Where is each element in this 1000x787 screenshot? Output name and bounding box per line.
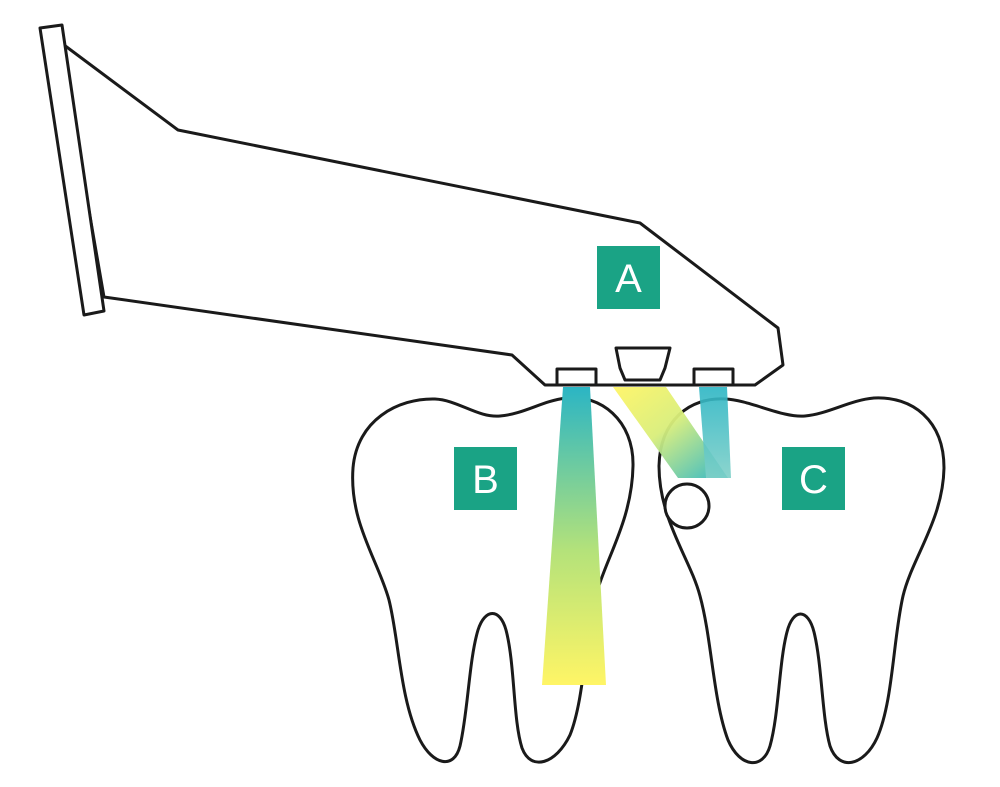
label-a: A: [597, 246, 660, 309]
scanner-handpiece: [58, 40, 785, 387]
label-b: B: [454, 447, 517, 510]
beam-diagonal: [613, 387, 728, 478]
interproximal-circle: [663, 482, 711, 530]
scanner-tail-plate: [38, 23, 106, 317]
label-c-box: [782, 447, 845, 510]
label-a-text: A: [615, 257, 642, 301]
beam-right-vertical: [699, 387, 731, 478]
label-a-box: [597, 246, 660, 309]
beam-left-vertical: [542, 387, 606, 685]
label-c: C: [782, 447, 845, 510]
label-b-text: B: [472, 458, 499, 502]
sensor-left: [555, 367, 598, 387]
sensor-center: [614, 346, 672, 382]
tooth-right: [657, 396, 946, 765]
label-c-text: C: [799, 458, 828, 502]
label-b-box: [454, 447, 517, 510]
sensor-right: [692, 367, 735, 387]
